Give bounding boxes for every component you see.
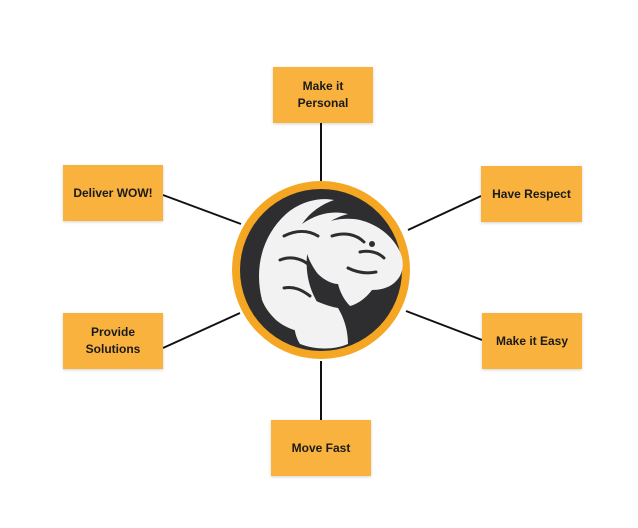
node-move-fast: Move Fast — [271, 420, 371, 476]
node-label: Deliver WOW! — [73, 185, 153, 200]
node-label: Make it Personal — [297, 79, 349, 110]
connector-lines — [162, 123, 483, 420]
node-make-it-personal: Make it Personal — [273, 67, 373, 123]
node-label: Move Fast — [291, 440, 351, 455]
center-emblem — [232, 181, 410, 359]
connector-top-right — [407, 195, 482, 231]
node-label: Make it Easy — [495, 333, 569, 348]
node-deliver-wow: Deliver WOW! — [63, 165, 163, 221]
node-have-respect: Have Respect — [481, 166, 582, 222]
lion-eye — [369, 241, 375, 247]
lion-head-icon — [259, 199, 403, 349]
connector-top-left — [162, 194, 242, 225]
connector-bottom-right — [405, 310, 483, 341]
connector-bottom-left — [162, 312, 241, 349]
node-label-line2: Solutions — [85, 342, 141, 356]
node-label: Have Respect — [492, 186, 571, 201]
node-label-group: Provide Solutions — [86, 324, 141, 358]
lion-detail-strokes — [278, 230, 386, 298]
node-make-it-easy: Make it Easy — [482, 313, 582, 369]
node-provide-solutions: Provide Solutions — [63, 313, 163, 369]
node-label-line1: Provide — [90, 325, 135, 339]
